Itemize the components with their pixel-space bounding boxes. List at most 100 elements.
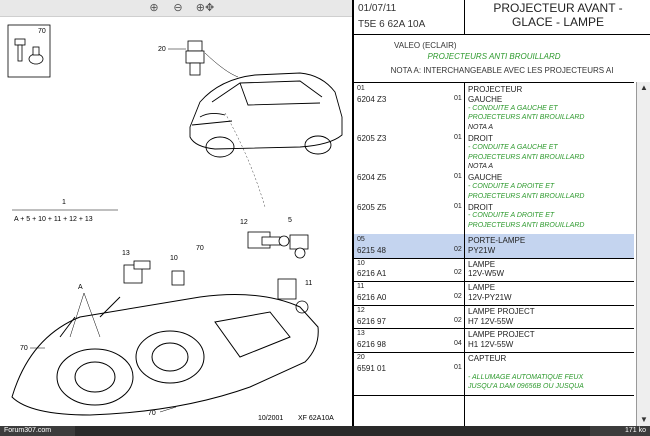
header-date: 01/07/11 <box>358 3 397 14</box>
part-description: LAMPE <box>468 259 496 269</box>
part-description: PORTE-LAMPE <box>468 236 526 245</box>
pan-zoom-icon[interactable]: ⊕✥ <box>195 2 215 14</box>
part-reference[interactable]: 6591 01 <box>357 363 386 373</box>
diagram-ref: XF 62A10A <box>298 415 334 422</box>
part-description: H1 12V-55W <box>468 340 514 350</box>
part-reference[interactable]: 6216 A0 <box>357 292 387 302</box>
callout-70-top: 70 <box>196 245 204 252</box>
part-description: DROIT <box>468 134 493 143</box>
part-rank: 12 <box>357 306 365 314</box>
part-quantity: 01 <box>454 134 462 141</box>
part-condition: - CONDUITE A DROITE ET <box>468 183 555 190</box>
part-rank: 11 <box>357 283 365 291</box>
callout-10: 10 <box>170 255 178 262</box>
part-rank: 10 <box>357 259 365 267</box>
part-nota: NOTA A <box>468 124 494 132</box>
part-quantity: 02 <box>454 269 462 277</box>
page-title: PROJECTEUR AVANT - GLACE - LAMPE <box>466 1 650 29</box>
pane-divider[interactable] <box>352 0 354 426</box>
part-description: LAMPE PROJECT <box>468 306 535 316</box>
header-code: T5E 6 62A 10A <box>358 19 426 30</box>
screw-icon <box>14 38 44 65</box>
part-description: 12V-W5W <box>468 269 505 279</box>
note-text: NOTA A: INTERCHANGEABLE AVEC LES PROJECT… <box>390 66 614 75</box>
part-quantity: 01 <box>454 363 462 371</box>
bulb-h7-icon <box>247 231 290 249</box>
part-rank: 20 <box>357 354 365 361</box>
bulb-py21w-icon <box>277 278 309 314</box>
exploded-headlamp-diagram[interactable]: 70 20 1 A + 5 + 10 + 1 <box>0 17 352 425</box>
part-quantity: 02 <box>454 316 462 324</box>
zoom-toolbar: ⊕ ⊖ ⊕✥ <box>0 0 352 17</box>
callout-70-bottom: 70 <box>148 410 156 417</box>
sensor-icon <box>185 40 205 76</box>
screw-detail-box <box>7 24 51 78</box>
part-condition: PROJECTEURS ANTI BROUILLARD <box>468 153 585 161</box>
part-description: DROIT <box>468 202 493 212</box>
part-row-10[interactable]: 10 LAMPE 6216 A1 02 12V-W5W <box>354 258 634 283</box>
title-line-2: GLACE - LAMPE <box>511 15 605 29</box>
callout-13: 13 <box>122 250 130 257</box>
part-description: H7 12V-55W <box>468 316 514 326</box>
part-reference[interactable]: 6204 Z5 <box>357 173 387 183</box>
diagram-pane: ⊕ ⊖ ⊕✥ 70 20 <box>0 0 352 425</box>
part-reference[interactable]: 6205 Z5 <box>357 202 387 212</box>
callout-1: 1 <box>62 199 66 206</box>
footer-size: 171 ko <box>590 426 650 436</box>
part-condition: - CONDUITE A GAUCHE ET <box>468 104 558 112</box>
callout-20: 20 <box>158 46 166 53</box>
car-outline-icon <box>189 72 343 158</box>
headlamp-housing-icon <box>11 294 319 416</box>
part-description: LAMPE PROJECT <box>468 330 535 340</box>
part-description: GAUCHE <box>468 173 503 183</box>
bulb-w5w-icon <box>171 270 185 286</box>
header-info: 01/07/11 T5E 6 62A 10A <box>354 0 465 34</box>
assembly-formula: A + 5 + 10 + 11 + 12 + 13 <box>14 216 93 223</box>
part-condition: PROJECTEURS ANTI BROUILLARD <box>468 114 585 122</box>
callout-70-box: 70 <box>38 28 46 35</box>
part-reference[interactable]: 6204 Z3 <box>357 94 387 104</box>
part-description: CAPTEUR <box>468 354 507 363</box>
parts-scrollbar[interactable]: ▲ ▼ <box>636 82 650 426</box>
scroll-down-icon[interactable]: ▼ <box>640 415 648 424</box>
callout-70-left: 70 <box>20 345 28 352</box>
zoom-out-icon[interactable]: ⊖ <box>173 2 183 14</box>
part-reference[interactable]: 6216 A1 <box>357 269 387 279</box>
part-rank: 13 <box>357 330 365 338</box>
part-reference[interactable]: 6205 Z3 <box>357 134 387 143</box>
part-row-12[interactable]: 12 LAMPE PROJECT 6216 97 02 H7 12V-55W <box>354 305 634 330</box>
lamp-holder-icon <box>289 234 309 259</box>
callout-a: A <box>78 284 83 291</box>
part-reference[interactable]: 6216 97 <box>357 316 386 326</box>
part-condition: JUSQU'A DAM 09656B OU JUSQUA <box>468 383 584 391</box>
column-divider <box>464 82 465 426</box>
part-description: LAMPE <box>468 283 496 293</box>
title-line-1: PROJECTEUR AVANT - <box>493 1 623 15</box>
part-quantity: 01 <box>454 173 462 181</box>
scroll-up-icon[interactable]: ▲ <box>640 83 648 92</box>
mention-text: PROJECTEURS ANTI BROUILLARD <box>427 52 561 61</box>
diagram-date-stamp: 10/2001 <box>258 415 283 422</box>
part-nota: NOTA A <box>468 163 494 171</box>
part-condition: PROJECTEURS ANTI BROUILLARD <box>468 192 585 200</box>
part-description: GAUCHE <box>468 94 503 104</box>
bulb-h1-icon <box>123 260 151 284</box>
footer-site: Forum307.com <box>0 426 75 436</box>
supplier-text: VALEO (ECLAIR) <box>394 41 457 50</box>
part-description: PY21W <box>468 245 496 255</box>
zoom-in-icon[interactable]: ⊕ <box>149 2 159 14</box>
callout-5: 5 <box>288 217 292 224</box>
part-condition: - CONDUITE A GAUCHE ET <box>468 143 558 151</box>
part-reference[interactable]: 6216 98 <box>357 340 386 350</box>
callout-12: 12 <box>240 219 248 226</box>
part-quantity: 02 <box>454 292 462 300</box>
part-reference[interactable]: 6215 48 <box>357 245 386 255</box>
part-rank: 01 <box>357 85 365 92</box>
header-separator <box>354 34 650 35</box>
